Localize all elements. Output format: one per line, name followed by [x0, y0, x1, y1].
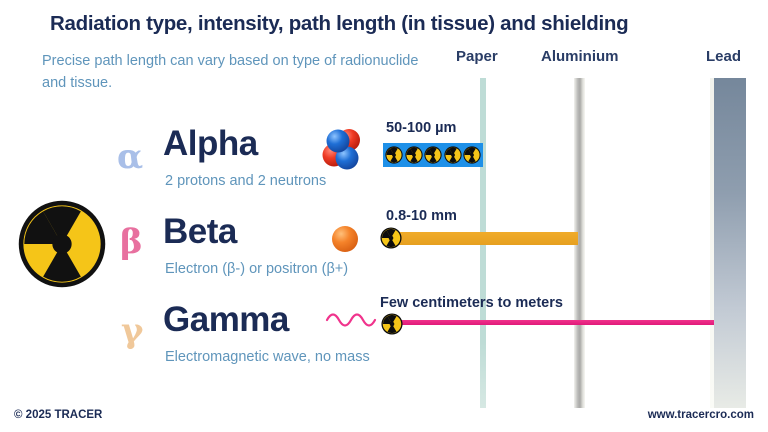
path-length-gamma: Few centimeters to meters — [380, 295, 563, 311]
page-title: Radiation type, intensity, path length (… — [50, 12, 629, 35]
beta-particle-icon — [331, 225, 359, 258]
radiation-desc-gamma: Electromagnetic wave, no mass — [165, 349, 370, 365]
radiation-name-alpha: Alpha — [163, 124, 258, 163]
footer-website[interactable]: www.tracercro.com — [647, 409, 754, 421]
radiation-trefoil-icon — [424, 146, 442, 164]
radiation-trefoil-icon — [463, 146, 481, 164]
radiation-trefoil-icon — [385, 146, 403, 164]
path-length-beta: 0.8-10 mm — [386, 208, 457, 224]
shield-barrier-aluminium — [574, 78, 585, 408]
shield-label-aluminium: Aluminium — [541, 48, 619, 65]
alpha-particle-icon — [316, 128, 368, 179]
radiation-name-beta: Beta — [163, 212, 237, 251]
greek-symbol-beta: β — [120, 222, 143, 262]
shield-label-paper: Paper — [456, 48, 498, 65]
radiation-trefoil-icon — [404, 146, 423, 164]
radiation-trefoil-icon — [443, 146, 462, 164]
radiation-desc-alpha: 2 protons and 2 neutrons — [165, 173, 327, 189]
page-subtitle: Precise path length can vary based on ty… — [42, 53, 419, 91]
radiation-trefoil-icon — [380, 227, 402, 254]
greek-symbol-alpha: α — [117, 137, 144, 177]
gamma-wave-icon — [325, 309, 383, 336]
shield-barrier-lead — [710, 78, 746, 408]
path-bar-gamma — [392, 320, 714, 325]
radiation-trefoil-icon — [381, 313, 403, 340]
greek-symbol-gamma: γ — [121, 311, 144, 351]
path-bar-alpha — [383, 143, 483, 167]
radiation-trefoil-icon — [16, 198, 108, 290]
shield-label-lead: Lead — [706, 48, 742, 65]
path-bar-beta — [383, 232, 578, 245]
radiation-name-gamma: Gamma — [163, 300, 289, 339]
path-length-alpha: 50-100 µm — [386, 120, 457, 136]
footer-copyright: © 2025 TRACER — [14, 409, 103, 421]
radiation-desc-beta: Electron (β-) or positron (β+) — [165, 261, 349, 277]
